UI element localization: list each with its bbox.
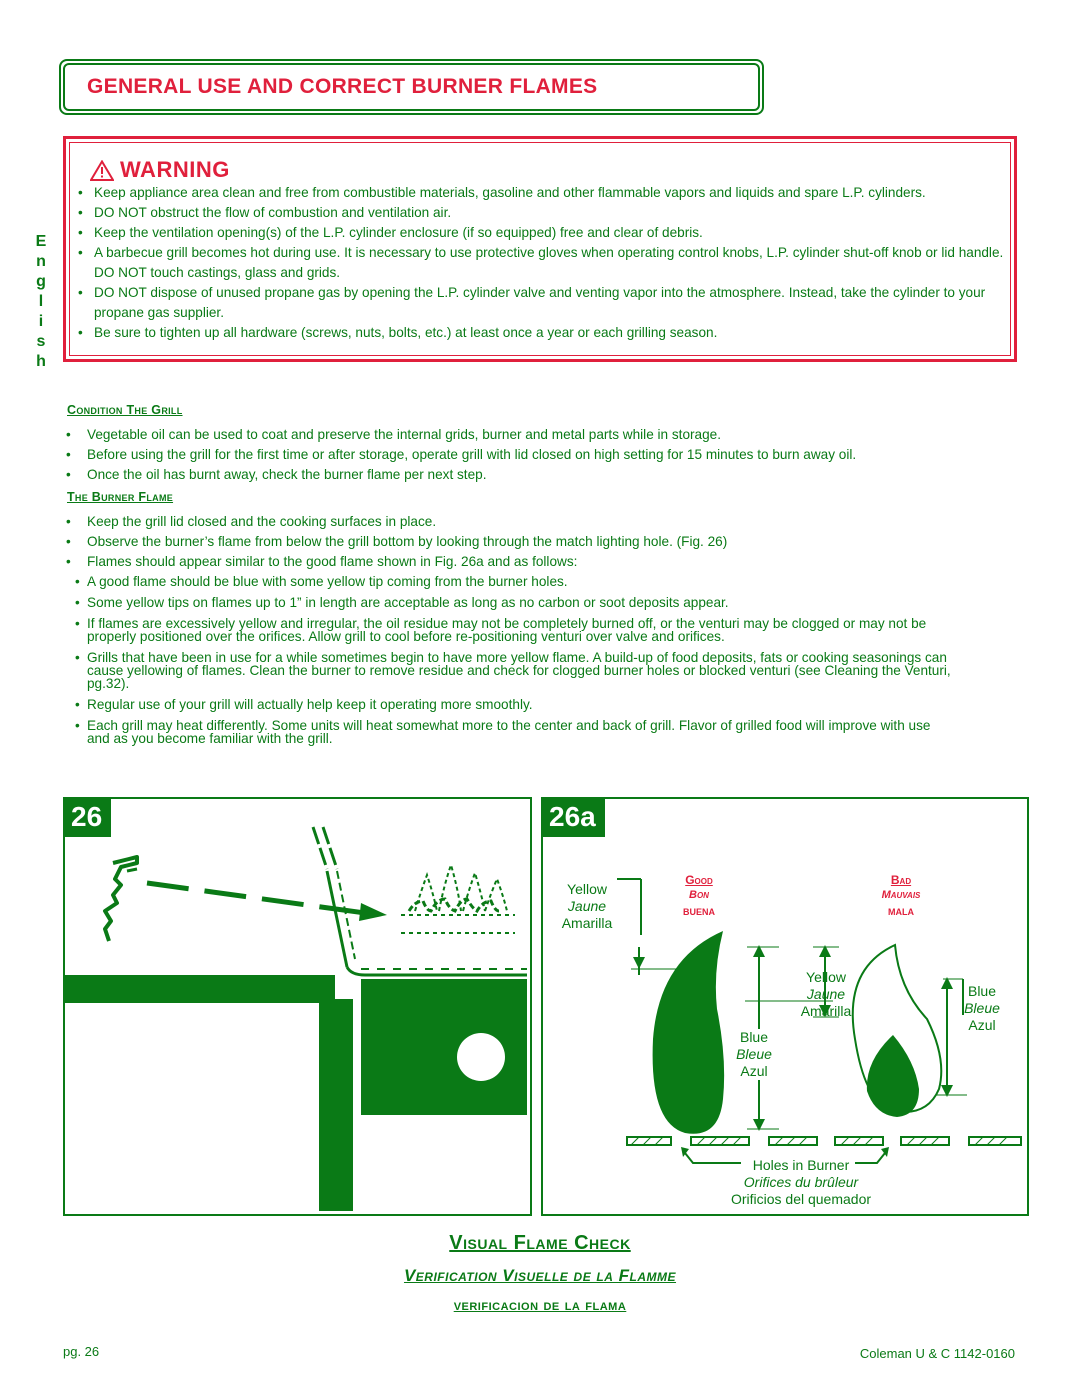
blue-fr: Bleue — [736, 1046, 772, 1062]
condition-list: Vegetable oil can be used to coat and pr… — [60, 425, 960, 485]
yellow-es: Amarilla — [800, 1003, 852, 1019]
burner-flame-item: Observe the burner’s flame from below th… — [60, 532, 960, 552]
blue-label-right: Blue Bleue Azul — [957, 983, 1007, 1034]
flame-sub-item: Regular use of your grill will actually … — [72, 698, 952, 712]
condition-item: Before using the grill for the first tim… — [60, 445, 960, 465]
warning-item: Keep appliance area clean and free from … — [74, 183, 1008, 203]
flame-comparison-illustration — [617, 878, 1022, 1164]
burner-flame-heading: The Burner Flame — [67, 490, 174, 504]
warning-item: A barbecue grill becomes hot during use.… — [74, 243, 1008, 283]
warning-item: DO NOT dispose of unused propane gas by … — [74, 283, 1008, 323]
burner-flame-item: Flames should appear similar to the good… — [60, 552, 960, 572]
burner-flame-item: Keep the grill lid closed and the cookin… — [60, 512, 960, 532]
figure-26: 26 — [63, 797, 532, 1216]
warning-list: Keep appliance area clean and free from … — [74, 183, 1008, 343]
good-en: Good — [685, 873, 713, 887]
yellow-en: Yellow — [806, 969, 846, 985]
document-id: Coleman U & C 1142-0160 — [859, 1346, 1015, 1361]
yellow-es: Amarilla — [561, 915, 613, 931]
side-letter: n — [36, 253, 46, 270]
warning-item: DO NOT obstruct the flow of combustion a… — [74, 203, 1008, 223]
figure-26a: 26a Good Bon Buena Bad Mauvais Mala Yell… — [541, 797, 1029, 1216]
warning-triangle-icon — [90, 159, 114, 181]
blue-label-mid: Blue Bleue Azul — [729, 1029, 779, 1080]
side-language-label: E n g l i s h — [33, 232, 49, 372]
warning-heading-text: WARNING — [120, 157, 230, 182]
warning-box: WARNING Keep appliance area clean and fr… — [63, 136, 1017, 362]
holes-es: Orificios del quemador — [730, 1191, 872, 1207]
side-letter: i — [38, 313, 44, 330]
yellow-label-left: Yellow Jaune Amarilla — [557, 881, 617, 932]
condition-item: Vegetable oil can be used to coat and pr… — [60, 425, 960, 445]
holes-label: Holes in Burner Orifices du brûleur Orif… — [709, 1157, 893, 1208]
side-letter: g — [36, 273, 46, 290]
good-fr: Bon — [689, 889, 709, 901]
side-letter: l — [38, 293, 44, 310]
visual-check-title-fr: Verification Visuelle de la Flamme — [403, 1266, 677, 1285]
side-letter: E — [35, 233, 47, 250]
bad-label: Bad Mauvais Mala — [861, 873, 941, 920]
blue-fr: Bleue — [964, 1000, 1000, 1016]
flame-sub-item: Some yellow tips on flames up to 1” in l… — [72, 596, 952, 610]
holes-en: Holes in Burner — [752, 1157, 850, 1173]
blue-en: Blue — [967, 983, 997, 999]
flame-sub-item: A good flame should be blue with some ye… — [72, 575, 952, 589]
good-es: Buena — [682, 907, 715, 917]
holes-fr: Orifices du brûleur — [743, 1174, 859, 1190]
yellow-fr: Jaune — [567, 898, 607, 914]
bad-fr: Mauvais — [881, 889, 921, 901]
bad-es: Mala — [888, 907, 914, 917]
yellow-label-mid: Yellow Jaune Amarilla — [791, 969, 861, 1020]
title-banner: GENERAL USE AND CORRECT BURNER FLAMES — [59, 59, 764, 115]
visual-check-title-en: Visual Flame Check — [449, 1232, 631, 1254]
side-letter: h — [36, 353, 46, 370]
condition-item: Once the oil has burnt away, check the b… — [60, 465, 960, 485]
good-label: Good Bon Buena — [659, 873, 739, 920]
blue-es: Azul — [740, 1063, 768, 1079]
page-number: pg. 26 — [63, 1344, 100, 1359]
warning-heading: WARNING — [90, 157, 230, 183]
bad-en: Bad — [890, 873, 912, 887]
flame-sub-list: A good flame should be blue with some ye… — [72, 575, 952, 753]
blue-en: Blue — [739, 1029, 769, 1045]
page-title: GENERAL USE AND CORRECT BURNER FLAMES — [87, 75, 598, 98]
yellow-en: Yellow — [567, 881, 607, 897]
flame-sub-item: If flames are excessively yellow and irr… — [72, 617, 952, 644]
side-letter: s — [36, 333, 46, 350]
warning-item: Keep the ventilation opening(s) of the L… — [74, 223, 1008, 243]
grill-observation-illustration — [65, 826, 527, 1211]
warning-item: Be sure to tighten up all hardware (scre… — [74, 323, 1008, 343]
figure-26a-badge: 26a — [543, 799, 605, 837]
yellow-fr: Jaune — [806, 986, 846, 1002]
condition-heading: Condition The Grill — [67, 403, 183, 417]
visual-check-title-es: verificacion de la flama — [453, 1297, 627, 1314]
burner-flame-list: Keep the grill lid closed and the cookin… — [60, 512, 960, 572]
blue-es: Azul — [968, 1017, 996, 1033]
flame-sub-item: Grills that have been in use for a while… — [72, 651, 952, 691]
flame-sub-item: Each grill may heat differently. Some un… — [72, 719, 952, 746]
figure-26-badge: 26 — [65, 799, 112, 837]
